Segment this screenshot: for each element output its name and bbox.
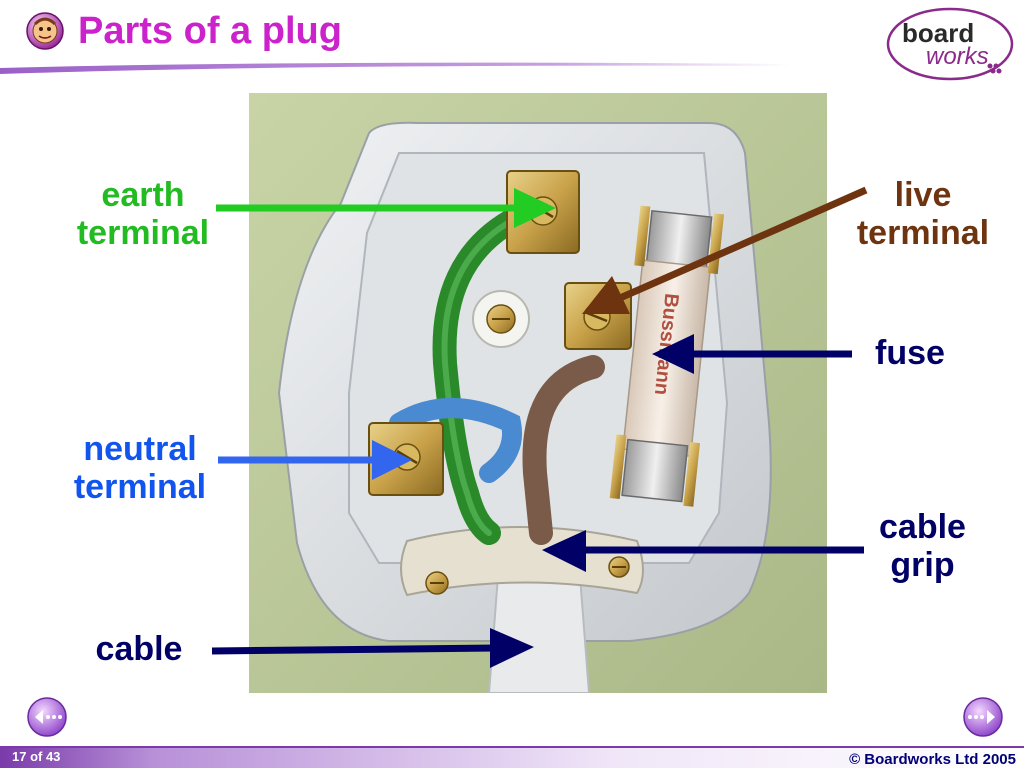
label-live-terminal: live terminal — [856, 176, 990, 252]
forward-arrow-icon — [968, 710, 995, 724]
page-title: Parts of a plug — [78, 10, 342, 52]
footer-bar — [0, 746, 1024, 768]
back-button[interactable] — [26, 696, 68, 738]
header-divider — [0, 62, 790, 74]
label-fuse: fuse — [875, 334, 945, 372]
copyright: © Boardworks Ltd 2005 — [849, 751, 1016, 768]
boardworks-logo: board works — [884, 6, 1016, 82]
page-counter: 17 of 43 — [12, 749, 61, 764]
label-neutral-terminal: neutral terminal — [73, 430, 207, 506]
logo-word-board: board — [902, 18, 974, 48]
character-logo-icon — [26, 12, 64, 50]
forward-button[interactable] — [962, 696, 1004, 738]
logo-word-works: works — [926, 43, 989, 70]
plug-photo: Bussmann — [249, 93, 827, 693]
label-cable-grip: cable grip — [879, 508, 966, 584]
label-earth-terminal: earth terminal — [76, 176, 210, 252]
back-arrow-icon — [35, 710, 62, 724]
label-cable: cable — [95, 630, 183, 668]
